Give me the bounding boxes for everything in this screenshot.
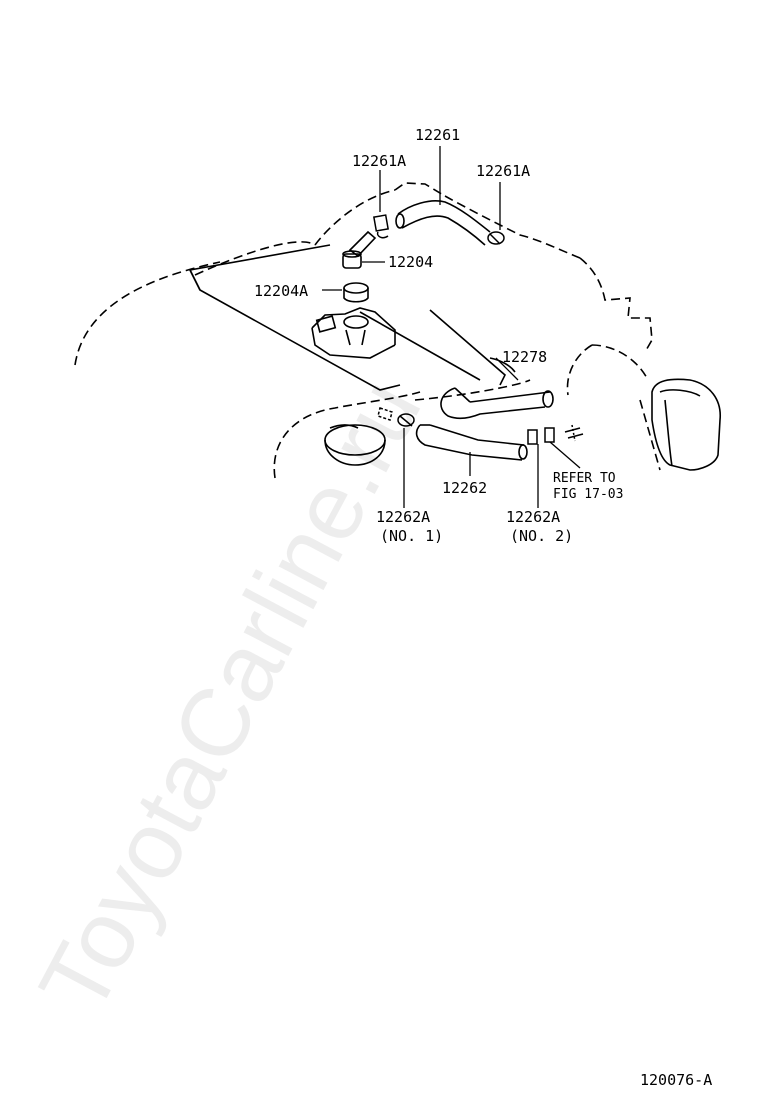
refer-note-line1: REFER TO <box>553 471 616 486</box>
label-12261A-right: 12261A <box>476 162 530 180</box>
watermark: ToyotaCarline.ru <box>19 362 442 1029</box>
label-12262A-no1: 12262A <box>376 508 430 526</box>
clamp-12261A-right <box>487 231 505 245</box>
clamp-12262A-no1 <box>377 407 415 427</box>
clamp-12262A-no2 <box>527 424 584 445</box>
hose-12278 <box>440 387 554 419</box>
refer-note-line2: FIG 17-03 <box>553 487 623 502</box>
oil-cap <box>324 424 386 466</box>
clamp-12261A-left <box>373 214 389 239</box>
label-12262: 12262 <box>442 479 487 497</box>
hose-12262 <box>415 424 528 461</box>
label-12261: 12261 <box>415 126 460 144</box>
hose-12261 <box>395 200 491 246</box>
figure-id: 120076-A <box>640 1071 712 1089</box>
label-12262A-no2-sub: (NO. 2) <box>510 527 573 545</box>
air-intake-part <box>651 378 721 471</box>
engine-outline <box>74 182 661 479</box>
pcv-valve-12204 <box>342 230 377 269</box>
leader-lines <box>322 146 581 508</box>
label-12204A: 12204A <box>254 282 308 300</box>
label-12261A-left: 12261A <box>352 152 406 170</box>
grommet-12204A <box>343 282 369 303</box>
label-12262A-no1-sub: (NO. 1) <box>380 527 443 545</box>
label-12262A-no2: 12262A <box>506 508 560 526</box>
cylinder-head-cover <box>311 307 396 359</box>
label-12204: 12204 <box>388 253 433 271</box>
label-12278: 12278 <box>502 348 547 366</box>
